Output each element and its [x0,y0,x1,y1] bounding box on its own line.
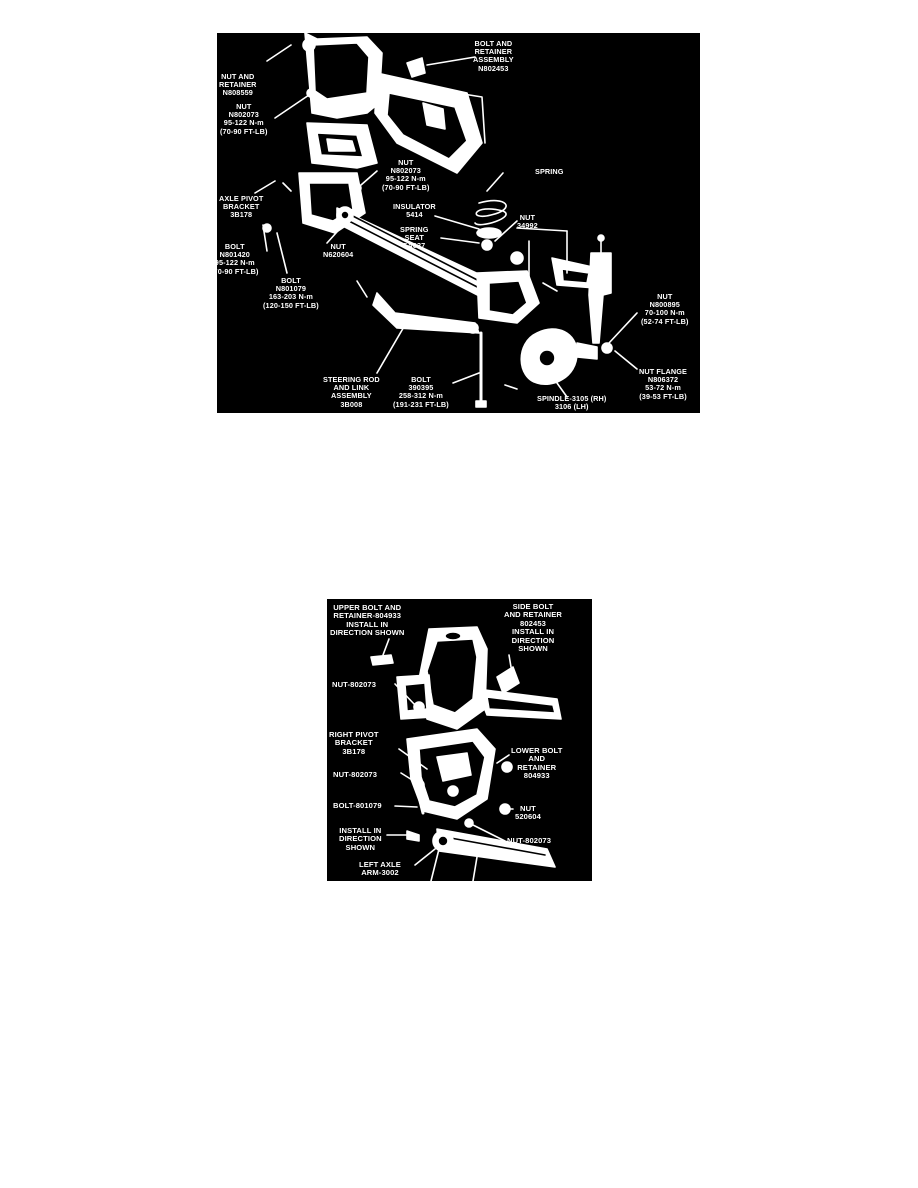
label-bolt-n801079: BOLT N801079 163-203 N-m (120-150 FT-LB) [263,276,319,310]
label-nut-n800895: NUT N800895 70-100 N-m (52-74 FT-LB) [641,292,689,326]
axle-pivot-bracket-detail-diagram: UPPER BOLT AND RETAINER-804933 INSTALL I… [327,599,592,881]
label-left-axle-arm: LEFT AXLE ARM-3002 [359,860,401,878]
label-lower-bolt-and-retainer: LOWER BOLT AND RETAINER 804933 [511,746,563,781]
pivot-bracket-drawing [370,626,562,881]
label-side-bolt-and-retainer: SIDE BOLT AND RETAINER 802453 INSTALL IN… [504,602,563,654]
label-bolt-n801420: BOLT N801420 95-122 N-m (70-90 FT-LB) [217,242,259,276]
label-nut-and-retainer: NUT AND RETAINER N808559 [219,72,257,98]
label-nut-upper-torque: NUT N802073 95-122 N-m (70-90 FT-LB) [220,102,268,136]
label-install-in-direction-shown: INSTALL IN DIRECTION SHOWN [339,826,382,852]
label-right-pivot-bracket: RIGHT PIVOT BRACKET 3B178 [329,730,379,756]
label-steering-rod-and-link: STEERING ROD AND LINK ASSEMBLY 3B008 [323,375,380,409]
label-nut-flange: NUT FLANGE N806372 53-72 N-m (39-53 FT-L… [639,367,688,401]
suspension-drawing [254,33,638,408]
label-nut-802073-mid: NUT-802073 [333,770,378,779]
label-nut-34992: NUT 34992 [517,213,538,231]
label-bolt-390395: BOLT 390395 258-312 N-m (191-231 FT-LB) [393,375,449,409]
label-spring: SPRING [535,167,564,176]
label-axle-pivot-bracket: AXLE PIVOT BRACKET 3B178 [219,194,264,220]
label-nut-802073-upper: NUT-802073 [332,680,377,689]
label-insulator: INSULATOR 5414 [393,202,436,220]
label-spindle: SPINDLE-3105 (RH) 3106 (LH) [537,394,607,412]
label-nut-n620604: NUT N620604 [323,242,354,260]
label-nut-mid-torque: NUT N802073 95-122 N-m (70-90 FT-LB) [382,158,430,192]
label-bolt-801079: BOLT-801079 [333,801,382,810]
label-bolt-and-retainer-assembly: BOLT AND RETAINER ASSEMBLY N802453 [473,39,514,73]
label-nut-802073-lower: NUT-802073 [507,836,552,845]
front-suspension-exploded-diagram: NUT AND RETAINER N808559 BOLT AND RETAIN… [217,33,700,413]
label-upper-bolt-and-retainer: UPPER BOLT AND RETAINER-804933 INSTALL I… [330,603,405,638]
label-spring-seat: SPRING SEAT 5A037 [400,225,429,251]
label-nut-520604: NUT 520604 [515,804,541,822]
